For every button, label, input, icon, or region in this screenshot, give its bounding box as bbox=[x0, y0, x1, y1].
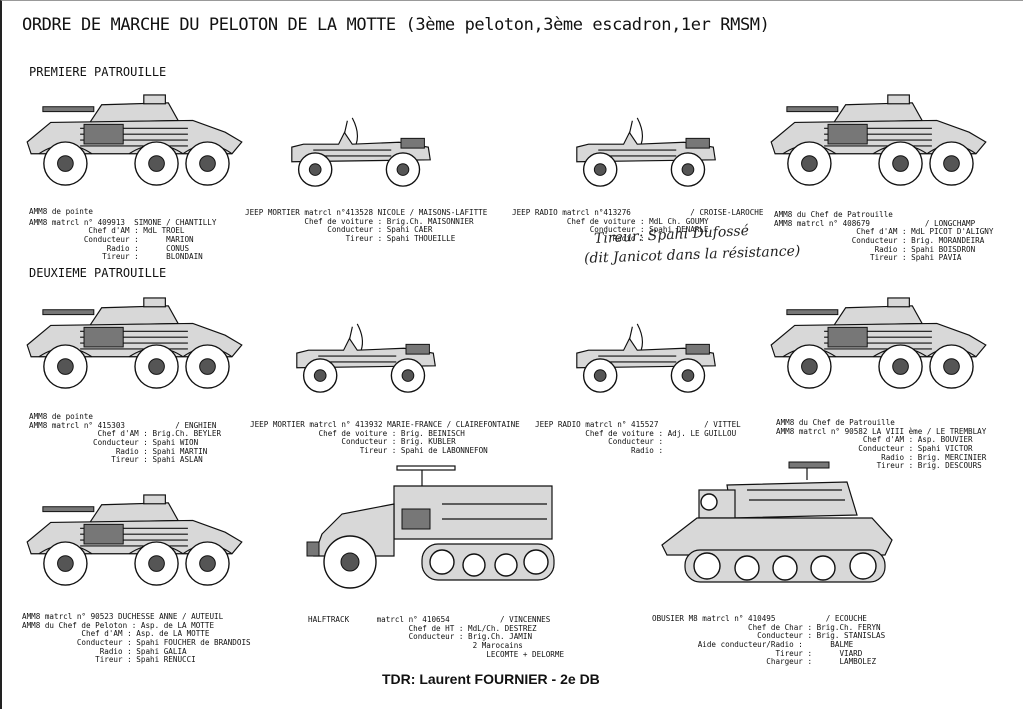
am8-armored-car-icon bbox=[764, 296, 992, 394]
am8-armored-car-icon bbox=[20, 93, 248, 191]
am8-armored-car-icon bbox=[20, 493, 248, 591]
vehicle-caption: JEEP MORTIER matrcl n°413528 NICOLE / MA… bbox=[245, 208, 488, 243]
jeep-icon bbox=[287, 319, 447, 397]
vehicle-caption: JEEP RADIO matrcl n°413276 / CROISE-LARO… bbox=[512, 208, 764, 243]
section-second-patrol: DEUXIEME PATROUILLE bbox=[29, 266, 167, 280]
jeep-icon bbox=[567, 113, 727, 191]
am8-armored-car-icon bbox=[20, 296, 248, 394]
halftrack-icon bbox=[292, 464, 572, 594]
page-title: ORDRE DE MARCHE DU PELOTON DE LA MOTTE (… bbox=[22, 15, 770, 35]
jeep-icon bbox=[282, 113, 442, 191]
vehicle-caption: JEEP RADIO matrcl n° 415527 / VITTEL Che… bbox=[535, 420, 741, 455]
vehicle-caption: OBUSIER M8 matrcl n° 410495 / ECOUCHE Ch… bbox=[652, 614, 886, 667]
am8-armored-car-icon bbox=[764, 93, 992, 191]
vehicle-caption: HALFTRACK matrcl n° 410654 / VINCENNES C… bbox=[308, 615, 565, 659]
section-first-patrol: PREMIERE PATROUILLE bbox=[29, 65, 167, 79]
vehicle-caption: AMM8 matrcl n° 90523 DUCHESSE ANNE / AUT… bbox=[22, 612, 251, 665]
credit-footer: TDR: Laurent FOURNIER - 2e DB bbox=[382, 671, 600, 687]
jeep-icon bbox=[567, 319, 727, 397]
vehicle-caption: JEEP MORTIER matrcl n° 413932 MARIE-FRAN… bbox=[250, 420, 520, 455]
